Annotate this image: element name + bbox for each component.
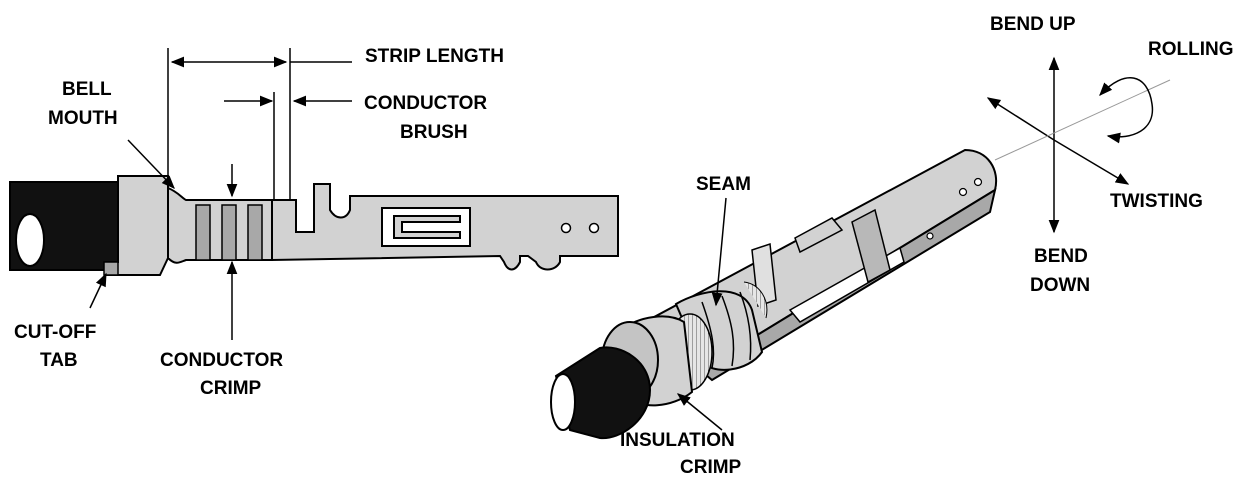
cut-off-tab-label-line2: TAB <box>40 350 78 371</box>
bend-up-label: BEND UP <box>990 14 1076 35</box>
rolling-label: ROLLING <box>1148 39 1234 60</box>
perspective-terminal <box>550 148 998 440</box>
insulation-crimp-label-line1: INSULATION <box>620 430 735 451</box>
conductor-crimp-label-line2: CRIMP <box>200 378 262 399</box>
bell-mouth-label-line2: MOUTH <box>48 108 118 129</box>
dimension-lines <box>167 48 352 200</box>
bend-down-label-line1: BEND <box>1034 246 1088 267</box>
leader-lines-right <box>676 197 727 431</box>
bend-down-label-line2: DOWN <box>1030 275 1090 296</box>
cut-off-tab <box>103 261 119 276</box>
conductor-crimp-label-line1: CONDUCTOR <box>160 350 283 371</box>
strip-length-label: STRIP LENGTH <box>365 46 504 67</box>
twisting-label: TWISTING <box>1110 191 1203 212</box>
side-view-terminal <box>9 175 619 276</box>
conductor-brush-label-line1: CONDUCTOR <box>364 93 487 114</box>
insulation-crimp-label-line2: CRIMP <box>680 457 742 478</box>
conductor-brush-label-line2: BRUSH <box>400 122 468 143</box>
leader-lines-left <box>89 139 238 340</box>
seam-label: SEAM <box>696 174 751 195</box>
motion-axes <box>986 56 1171 234</box>
conductor-crimp-ribs <box>195 204 263 261</box>
bell-mouth-label-line1: BELL <box>62 79 112 100</box>
cut-off-tab-label-line1: CUT-OFF <box>14 322 96 343</box>
